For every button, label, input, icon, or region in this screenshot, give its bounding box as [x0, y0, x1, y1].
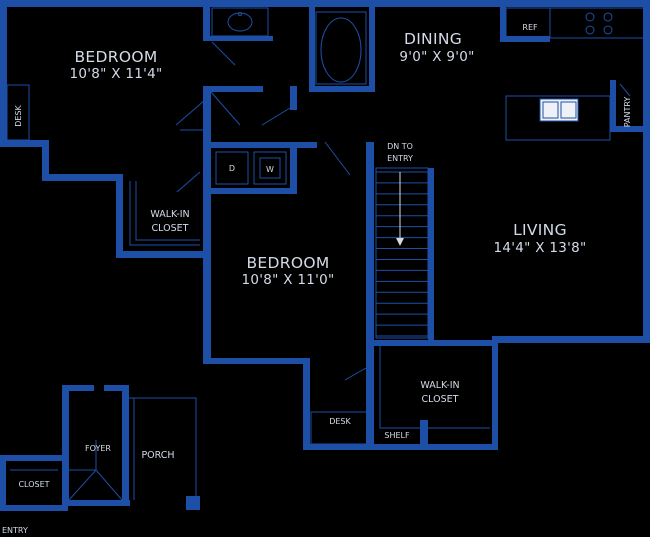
- ref-label: REF: [522, 23, 538, 32]
- walkin-closet-2-line1: WALK-IN: [420, 380, 459, 391]
- walls: [0, 0, 650, 511]
- room-size-bedroom-1: 10'8" X 11'4": [69, 66, 162, 82]
- room-name-bedroom-1: BEDROOM: [74, 48, 157, 66]
- room-name-closet: CLOSET: [18, 480, 49, 489]
- desk-label-1: DESK: [14, 104, 23, 126]
- stairs-label-line2: ENTRY: [387, 154, 413, 163]
- room-size-bedroom-2: 10'8" X 11'0": [241, 272, 334, 288]
- entry-label: ENTRY: [2, 526, 28, 535]
- stairs-label-line1: DN TO: [387, 142, 413, 151]
- desk-label-2: DESK: [329, 417, 351, 426]
- room-name-living: LIVING: [513, 221, 567, 239]
- shelf-label: SHELF: [384, 431, 410, 440]
- pantry-label: PANTRY: [623, 97, 632, 128]
- walkin-closet-1-line1: WALK-IN: [150, 209, 189, 220]
- room-size-dining: 9'0" X 9'0": [399, 49, 474, 65]
- walkin-closet-2-line2: CLOSET: [422, 394, 459, 405]
- walkin-closet-1-line2: CLOSET: [152, 223, 189, 234]
- stairs: [375, 167, 429, 339]
- dryer-label: D: [229, 164, 235, 173]
- room-name-porch: PORCH: [141, 450, 174, 461]
- room-size-living: 14'4" X 13'8": [493, 240, 586, 256]
- room-name-bedroom-2: BEDROOM: [246, 254, 329, 272]
- fixture-labels: DESK DESK REF PANTRY D W SHELF DN TO ENT…: [2, 23, 632, 535]
- room-labels: BEDROOM 10'8" X 11'4" DINING 9'0" X 9'0"…: [18, 30, 586, 489]
- room-name-dining: DINING: [404, 30, 462, 48]
- washer-label: W: [266, 165, 274, 174]
- room-name-foyer: FOYER: [85, 444, 111, 453]
- stair-arrow-head-icon: [396, 238, 404, 246]
- fixtures-lines: [6, 7, 645, 510]
- stair-treads: [376, 171, 428, 337]
